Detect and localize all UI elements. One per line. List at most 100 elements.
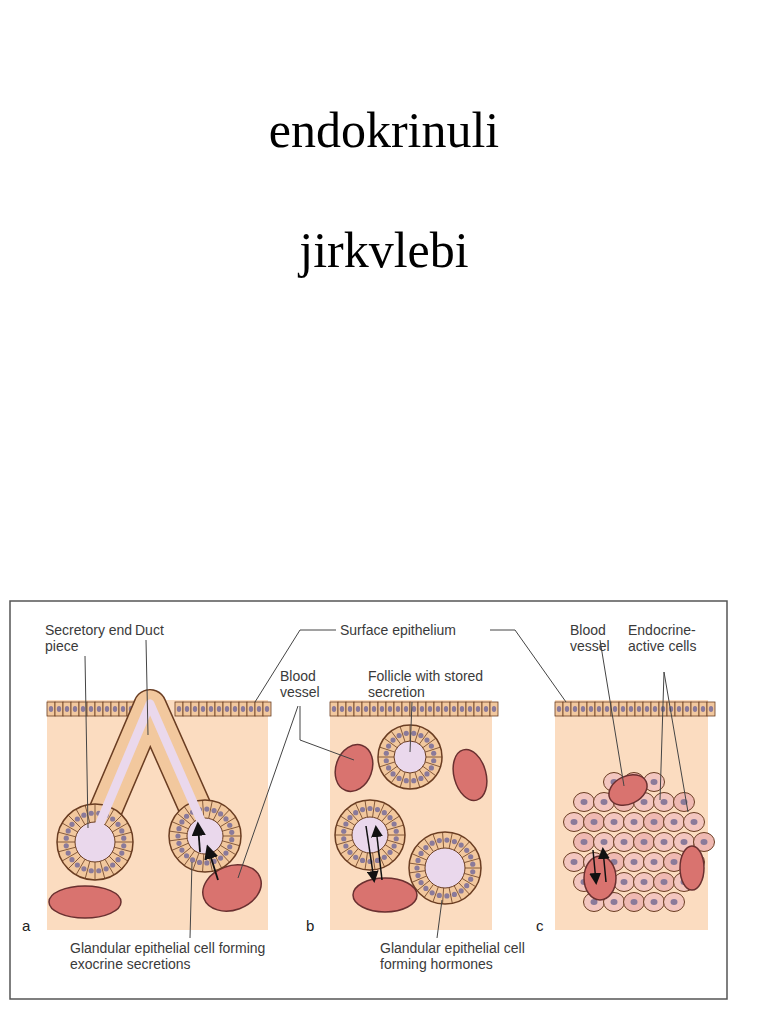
nucleus [218, 811, 223, 816]
cell-stroke [184, 851, 194, 866]
nucleus [424, 771, 429, 776]
nucleus [204, 806, 209, 811]
epithelial-cell [579, 702, 587, 716]
cell-stroke [115, 842, 133, 843]
nucleus [571, 859, 578, 865]
epithelial-cell [450, 702, 458, 716]
nucleus [565, 706, 569, 712]
label-text: Surface epithelium [340, 622, 500, 638]
nucleus [386, 744, 391, 749]
nucleus [404, 731, 409, 736]
nucleus [115, 822, 120, 827]
nucleus [193, 706, 197, 712]
nucleus [372, 706, 376, 712]
cell-stroke [465, 868, 481, 869]
epithelial-cell [330, 702, 338, 716]
endocrine-cell [654, 793, 675, 812]
nucleus [387, 815, 392, 820]
cell-stroke [57, 842, 75, 843]
nucleus [651, 899, 658, 905]
endocrine-cell [574, 833, 595, 852]
nucleus [452, 706, 456, 712]
nucleus [121, 706, 125, 712]
nucleus [645, 706, 649, 712]
nucleus [66, 828, 71, 833]
nucleus [360, 858, 365, 863]
nucleus [571, 819, 578, 825]
epithelial-cell [71, 702, 79, 716]
cell-stroke [382, 849, 393, 862]
nucleus [364, 706, 368, 712]
nucleus [225, 706, 229, 712]
nucleus [89, 868, 94, 873]
nucleus [651, 859, 658, 865]
nucleus [119, 828, 124, 833]
nucleus [119, 850, 124, 855]
endocrine-cell [644, 853, 665, 872]
cell-stroke [177, 813, 191, 824]
nucleus [388, 706, 392, 712]
nucleus [380, 706, 384, 712]
epithelial-cell [199, 702, 207, 716]
nucleus [428, 706, 432, 712]
nucleus [347, 815, 352, 820]
epithelial-cell [231, 702, 239, 716]
epithelial-cell [386, 702, 394, 716]
nucleus [392, 821, 397, 826]
nucleus [418, 733, 423, 738]
gland-unit [409, 832, 481, 904]
nucleus [611, 899, 618, 905]
cell-stroke [409, 871, 425, 873]
nucleus [65, 706, 69, 712]
nucleus [227, 844, 232, 849]
nucleus [418, 880, 423, 885]
nucleus [64, 836, 69, 841]
nucleus [591, 819, 598, 825]
nucleus [110, 816, 115, 821]
epithelial-cell [119, 702, 127, 716]
nucleus [179, 847, 184, 852]
label-text: Glandular epithelial cell forming exocri… [70, 940, 310, 972]
nucleus [223, 816, 228, 821]
nucleus [204, 860, 209, 865]
epithelial-cell [675, 702, 683, 716]
nucleus [661, 839, 668, 845]
cell-stroke [426, 757, 442, 758]
cell-stroke [382, 809, 393, 822]
nucleus [437, 893, 442, 898]
nucleus [392, 843, 397, 848]
nucleus [693, 706, 697, 712]
endocrine-cell [634, 833, 655, 852]
epithelial-cell [466, 702, 474, 716]
nucleus [176, 841, 181, 846]
nucleus [81, 866, 86, 871]
nucleus [69, 822, 74, 827]
cell-stroke [373, 853, 375, 870]
cell-stroke [95, 804, 96, 822]
endocrine-cell [634, 873, 655, 892]
panel-letter: c [536, 918, 550, 934]
nucleus [460, 706, 464, 712]
nucleus [347, 850, 352, 855]
endocrine-cell [584, 813, 605, 832]
endocrine-cell [564, 813, 585, 832]
cell-stroke [423, 766, 436, 775]
nucleus [691, 819, 698, 825]
nucleus [75, 816, 80, 821]
nucleus [66, 850, 71, 855]
nucleus [384, 758, 389, 763]
epithelial-cell [207, 702, 215, 716]
nucleus [218, 855, 223, 860]
endocrine-cell [624, 813, 645, 832]
cell-stroke [217, 849, 229, 862]
endocrine-cell [614, 833, 635, 852]
cell-stroke [443, 832, 444, 848]
cell-stroke [217, 810, 229, 823]
cell-stroke [378, 757, 394, 758]
epithelial-cell [555, 702, 563, 716]
endocrine-cell [574, 793, 595, 812]
nucleus [601, 799, 608, 805]
nucleus [184, 853, 189, 858]
epithelial-cell [87, 702, 95, 716]
nucleus [49, 706, 53, 712]
